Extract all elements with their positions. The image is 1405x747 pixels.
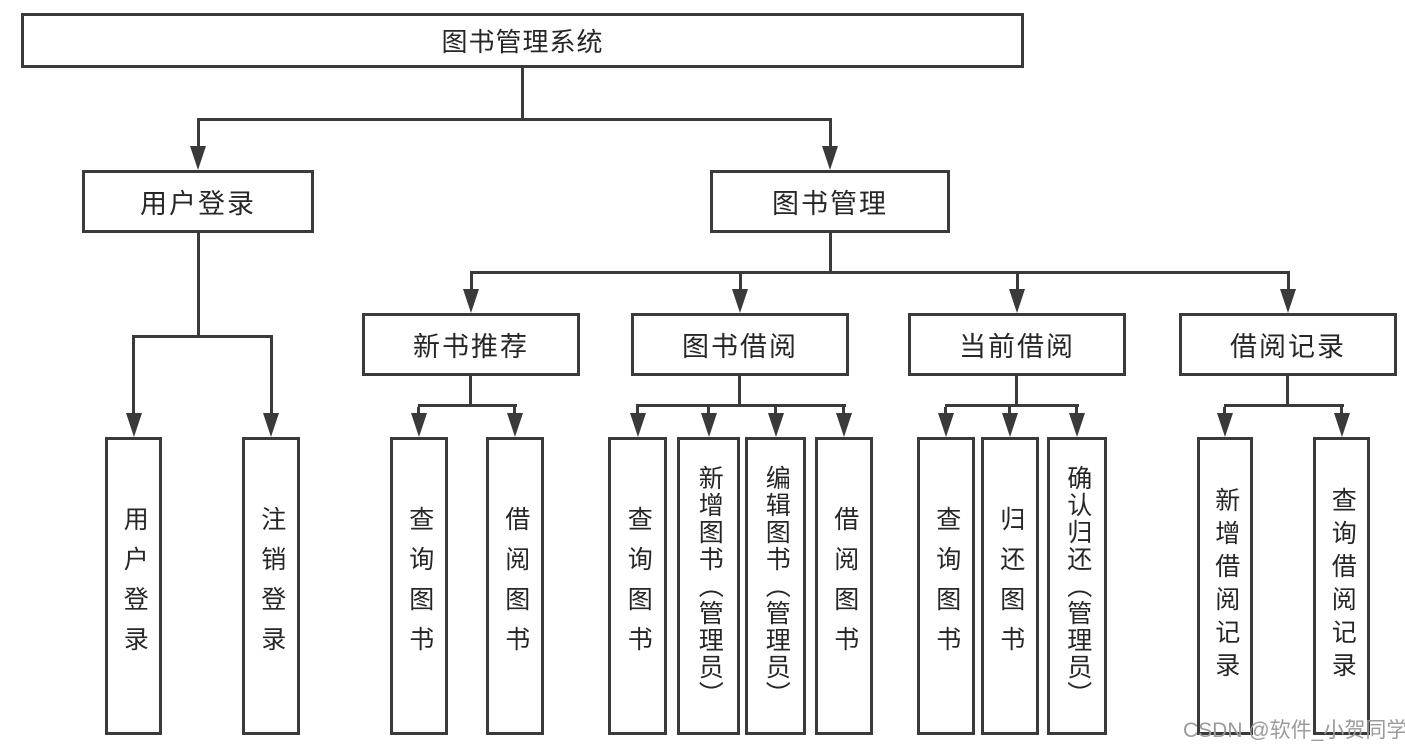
connector-vline: [774, 407, 777, 413]
leaf-current-query-books: 查询图书: [917, 437, 975, 735]
leaf-recommend-query-books: 查询图书: [390, 437, 448, 735]
connector-vline: [470, 274, 473, 289]
connector-arrowhead-down: [190, 146, 206, 170]
connector-vline: [1287, 274, 1290, 289]
connector-vline: [739, 274, 742, 289]
leaf-recommend-borrow-books: 借阅图书: [486, 437, 544, 735]
leaf-recommend-borrow-books-label: 借阅图书: [501, 506, 530, 666]
connector-hline: [636, 404, 846, 407]
leaf-borrow-borrow-books: 借阅图书: [815, 437, 873, 735]
connector-hline: [132, 335, 273, 338]
connector-vline: [1223, 407, 1226, 413]
connector-arrowhead-down: [768, 413, 784, 437]
connector-vline: [1008, 407, 1011, 413]
node-borrow-records: 借阅记录: [1179, 313, 1397, 376]
connector-arrowhead-down: [701, 413, 717, 437]
connector-hline: [418, 404, 517, 407]
connector-arrowhead-down: [938, 413, 954, 437]
node-borrow-records-label: 借阅记录: [1230, 332, 1346, 362]
node-book-borrow: 图书借阅: [631, 313, 849, 376]
node-root-label: 图书管理系统: [441, 27, 604, 57]
node-current-borrow: 当前借阅: [908, 313, 1126, 376]
connector-vline: [521, 68, 524, 118]
connector-arrowhead-down: [263, 413, 279, 437]
connector-arrowhead-down: [1002, 413, 1018, 437]
connector-vline: [197, 121, 200, 146]
connector-vline: [1286, 376, 1289, 404]
connector-vline: [944, 407, 947, 413]
connector-vline: [270, 338, 273, 413]
leaf-current-confirm-return-admin-label: 确认归还（管理员）: [1063, 464, 1092, 708]
connector-vline: [513, 407, 516, 413]
node-root: 图书管理系统: [21, 13, 1024, 68]
leaf-records-add-record-label: 新增借阅记录: [1211, 487, 1240, 685]
node-current-borrow-label: 当前借阅: [959, 332, 1075, 362]
connector-vline: [636, 407, 639, 413]
connector-vline: [842, 407, 845, 413]
node-book-mgmt-label: 图书管理: [772, 189, 888, 219]
connector-vline: [1015, 376, 1018, 404]
leaf-current-query-books-label: 查询图书: [932, 506, 961, 666]
node-book-mgmt: 图书管理: [710, 170, 950, 233]
leaf-recommend-query-books-label: 查询图书: [405, 506, 434, 666]
leaf-borrow-borrow-books-label: 借阅图书: [830, 506, 859, 666]
connector-vline: [829, 233, 832, 271]
connector-arrowhead-down: [836, 413, 852, 437]
leaf-logout-label: 注销登录: [257, 506, 286, 666]
connector-arrowhead-down: [1069, 413, 1085, 437]
connector-vline: [1016, 274, 1019, 289]
connector-vline: [829, 121, 832, 146]
csdn-watermark: CSDN @软件_小贺同学: [1183, 719, 1405, 742]
leaf-records-query-record: 查询借阅记录: [1313, 437, 1370, 735]
connector-vline: [1340, 407, 1343, 413]
connector-hline: [197, 118, 832, 121]
leaf-user-login-label: 用户登录: [120, 506, 149, 666]
node-user-login: 用户登录: [82, 170, 314, 233]
connector-arrowhead-down: [1217, 413, 1233, 437]
connector-vline: [417, 407, 420, 413]
leaf-current-confirm-return-admin: 确认归还（管理员）: [1047, 437, 1107, 735]
connector-arrowhead-down: [1009, 289, 1025, 313]
connector-vline: [707, 407, 710, 413]
leaf-borrow-edit-books-admin: 编辑图书（管理员）: [745, 437, 806, 735]
connector-arrowhead-down: [507, 413, 523, 437]
node-new-book-recommend: 新书推荐: [362, 313, 580, 376]
leaf-current-return-books-label: 归还图书: [996, 506, 1025, 666]
connector-vline: [132, 338, 135, 413]
leaf-borrow-query-books: 查询图书: [608, 437, 667, 735]
node-book-borrow-label: 图书借阅: [682, 332, 798, 362]
connector-arrowhead-down: [732, 289, 748, 313]
connector-vline: [197, 233, 200, 335]
leaf-borrow-edit-books-admin-label: 编辑图书（管理员）: [762, 464, 791, 708]
leaf-logout: 注销登录: [242, 437, 300, 735]
connector-vline: [1075, 407, 1078, 413]
leaf-borrow-add-books-admin: 新增图书（管理员）: [677, 437, 740, 735]
connector-arrowhead-down: [463, 289, 479, 313]
connector-vline: [738, 376, 741, 404]
node-new-book-recommend-label: 新书推荐: [413, 332, 529, 362]
leaf-borrow-query-books-label: 查询图书: [624, 506, 653, 666]
connector-arrowhead-down: [411, 413, 427, 437]
leaf-records-add-record: 新增借阅记录: [1197, 437, 1253, 735]
connector-arrowhead-down: [126, 413, 142, 437]
connector-arrowhead-down: [822, 146, 838, 170]
connector-hline: [470, 271, 1290, 274]
connector-arrowhead-down: [1280, 289, 1296, 313]
connector-hline: [945, 404, 1079, 407]
connector-arrowhead-down: [1334, 413, 1350, 437]
leaf-current-return-books: 归还图书: [981, 437, 1039, 735]
connector-arrowhead-down: [630, 413, 646, 437]
leaf-records-query-record-label: 查询借阅记录: [1328, 487, 1357, 685]
leaf-borrow-add-books-admin-label: 新增图书（管理员）: [695, 464, 724, 708]
connector-hline: [1224, 404, 1344, 407]
connector-vline: [469, 376, 472, 404]
leaf-user-login: 用户登录: [105, 437, 162, 735]
node-user-login-label: 用户登录: [140, 189, 256, 219]
